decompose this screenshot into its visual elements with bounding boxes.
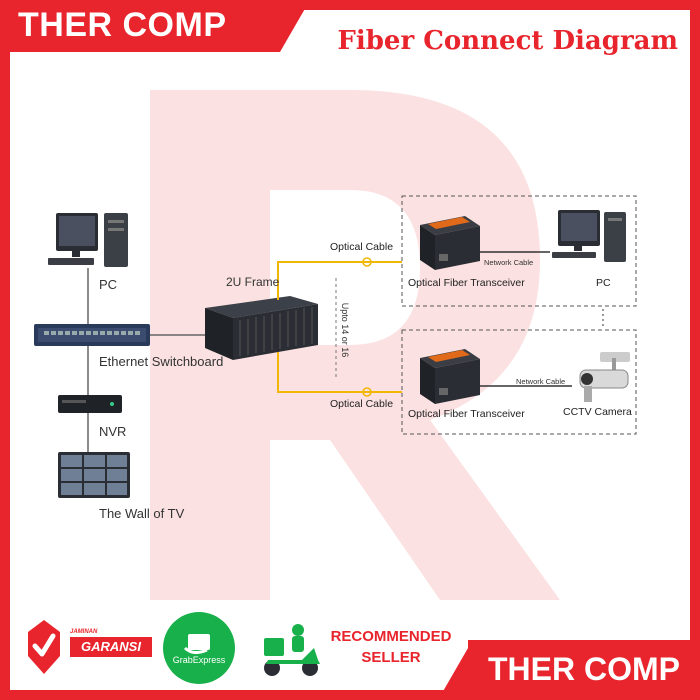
transceiver-bottom-icon	[420, 349, 480, 404]
garansi-top-label: JAMINAN	[70, 629, 98, 635]
bottom-group-box	[401, 329, 637, 435]
label-2u-frame: 2U Frame	[226, 275, 280, 289]
recommended-line1: RECOMMENDED	[330, 628, 452, 645]
grab-express-badge	[163, 612, 235, 684]
label-ethernet-switchboard: Ethernet Switchboard	[99, 354, 224, 369]
pc-left-icon	[48, 213, 128, 267]
footer-brand: THER COMP	[468, 640, 700, 700]
grab-box-icon	[183, 634, 210, 655]
grab-express-label: GrabExpress	[172, 655, 226, 665]
label-rack-note: Upto 14 or 16	[340, 302, 350, 358]
transceiver-top-icon	[420, 216, 480, 270]
fiber-connector-icon	[362, 257, 372, 267]
label-nvr: NVR	[99, 424, 127, 439]
tv-wall-icon	[58, 452, 130, 498]
pc-right-icon	[552, 210, 626, 262]
garansi-label: GARANSI	[70, 637, 152, 657]
label-cctv-camera: CCTV Camera	[563, 406, 632, 418]
optical-cable-lines	[277, 261, 402, 393]
recommended-line2: SELLER	[361, 649, 421, 666]
label-tv-wall: The Wall of TV	[99, 506, 185, 521]
nvr-icon	[58, 395, 122, 413]
courier-scooter-icon	[264, 624, 320, 676]
fiber-connector-icon	[362, 387, 372, 397]
top-group-box	[401, 195, 637, 307]
header-brand: THER COMP	[0, 0, 278, 52]
2u-frame-chassis-icon	[205, 296, 318, 360]
page-title: Fiber Connect Diagram	[337, 26, 678, 56]
label-network-cable-top: Network Cable	[484, 258, 534, 267]
label-optical-cable-top: Optical Cable	[330, 241, 394, 253]
ethernet-switch-icon	[34, 324, 150, 346]
label-pc-left: PC	[99, 277, 118, 292]
label-pc-right: PC	[596, 277, 611, 289]
label-transceiver-top: Optical Fiber Transceiver	[408, 277, 525, 289]
label-transceiver-bottom: Optical Fiber Transceiver	[408, 408, 525, 420]
cctv-camera-icon	[579, 352, 630, 402]
label-optical-cable-bottom: Optical Cable	[330, 398, 394, 410]
garansi-check-icon	[28, 620, 60, 674]
recommended-seller-badge: RECOMMENDED SELLER	[330, 626, 452, 668]
label-network-cable-bottom: Network Cable	[516, 377, 566, 386]
